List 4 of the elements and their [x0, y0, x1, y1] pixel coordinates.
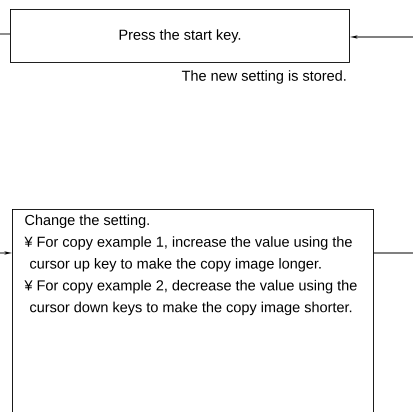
process-box: Press the start key. — [10, 9, 350, 63]
process-box: Change the setting. ¥ For copy example 1, increase the value using the cursor up key to make the copy image longer. ¥ For copy example 2, decrease the value using the cursor down keys to make the copy image shorter. — [12, 209, 374, 412]
connector-line — [373, 252, 413, 254]
note-text: The new setting is stored. — [182, 70, 346, 84]
